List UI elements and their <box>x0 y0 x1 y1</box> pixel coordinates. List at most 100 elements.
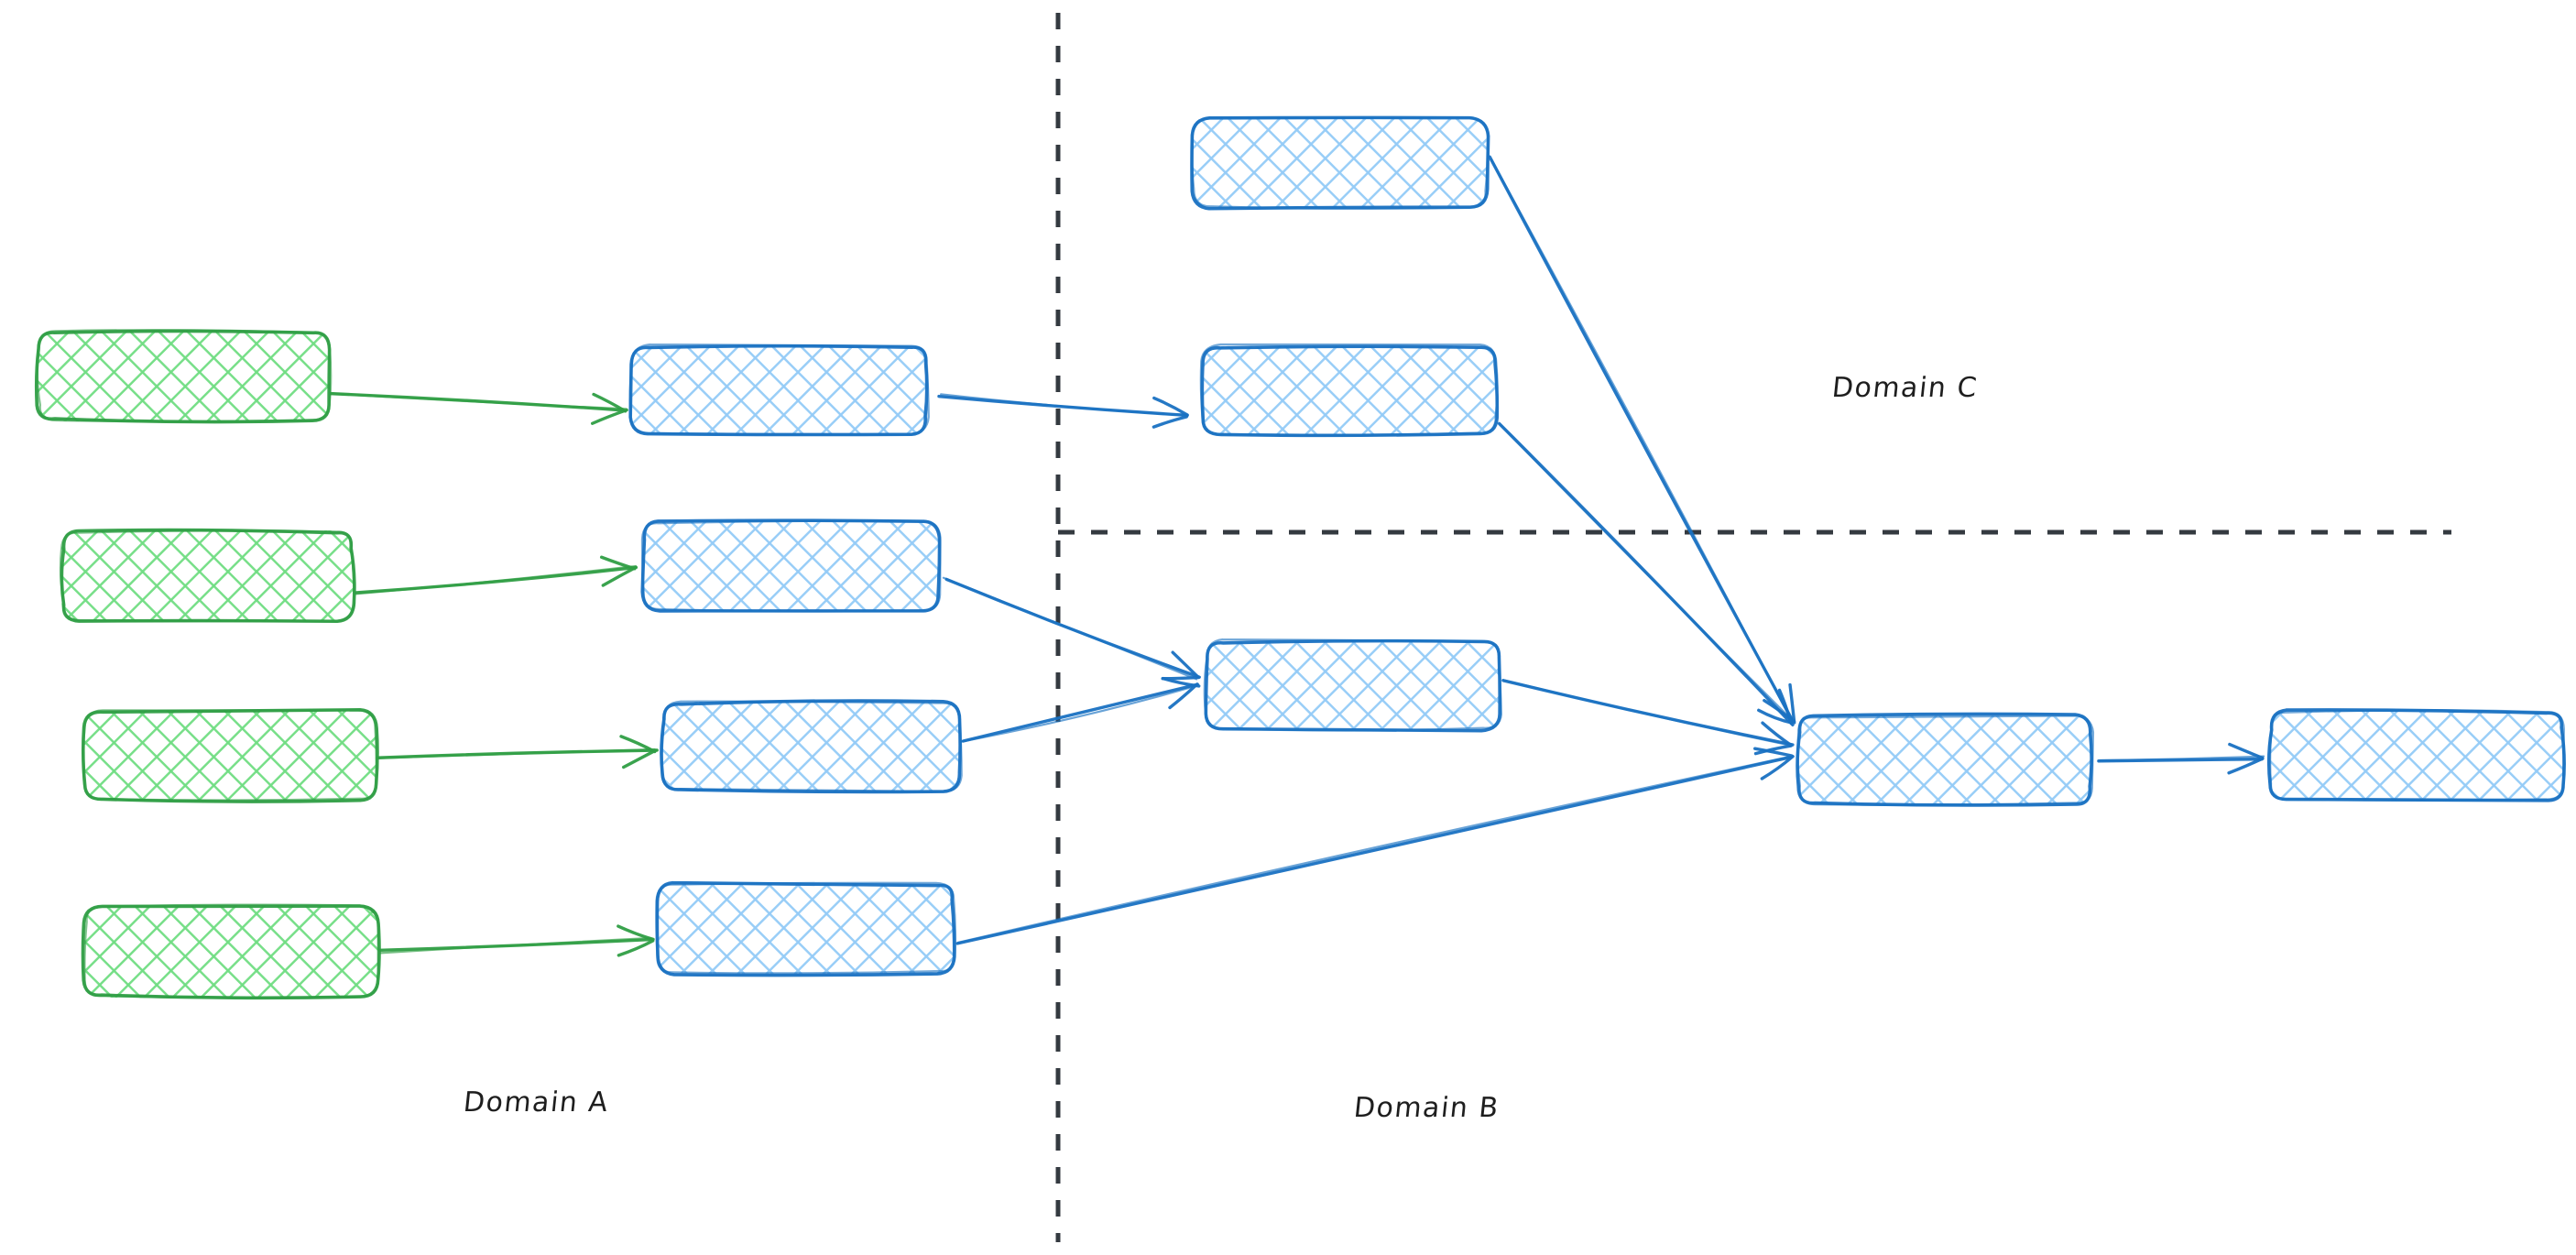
label-domain-c: Domain C <box>1830 372 1980 404</box>
node-box-a-mid-2[interactable] <box>643 522 939 610</box>
edge-e-c1[interactable] <box>1488 155 1796 725</box>
edge-arrowhead <box>2228 742 2265 760</box>
node-box-b-top[interactable] <box>1194 119 1487 207</box>
node-b-top[interactable] <box>1190 115 1490 211</box>
edge-e-c3[interactable] <box>1501 678 1795 756</box>
edge-line <box>329 392 628 410</box>
node-outline <box>83 903 380 999</box>
edge-arrowhead <box>1152 396 1189 417</box>
edge-arrowhead <box>1161 676 1201 688</box>
node-fill <box>661 701 962 792</box>
node-a-src-4[interactable] <box>81 903 381 1000</box>
node-a-mid-3[interactable] <box>660 699 963 794</box>
node-c-out[interactable] <box>2266 708 2566 802</box>
edge-e-b4[interactable] <box>955 747 1795 945</box>
node-box-c-hub[interactable] <box>1798 716 2091 804</box>
node-outline <box>660 700 963 793</box>
edge-line <box>374 748 656 759</box>
edge-e-b1[interactable] <box>937 393 1189 429</box>
edge-arrowhead <box>1757 708 1794 725</box>
node-box-a-src-4[interactable] <box>85 907 377 997</box>
node-outline <box>82 709 378 802</box>
edge-arrowhead <box>1777 688 1793 726</box>
label-domain-b: Domain B <box>1352 1092 1501 1124</box>
edge-arrowhead <box>599 555 637 571</box>
node-c-hub[interactable] <box>1796 712 2095 807</box>
edge-line <box>1490 158 1794 724</box>
edge-e-c2[interactable] <box>1497 421 1796 726</box>
node-fill <box>630 345 928 435</box>
edge-arrowhead <box>621 748 658 769</box>
edge-arrowhead <box>617 939 655 957</box>
edge-arrowhead <box>592 392 628 413</box>
edge-arrowhead <box>1753 744 1793 756</box>
edge-line <box>955 755 1794 945</box>
node-fill <box>83 710 377 802</box>
node-fill <box>656 883 955 974</box>
node-a-src-2[interactable] <box>59 528 356 624</box>
edge-e-a2[interactable] <box>355 555 639 595</box>
node-box-a-src-2[interactable] <box>62 531 353 620</box>
edge-e-a1[interactable] <box>328 391 628 425</box>
edge-e-a4[interactable] <box>378 924 655 957</box>
node-outline <box>640 519 942 613</box>
node-box-a-mid-4[interactable] <box>658 884 954 973</box>
edge-line <box>956 755 1791 944</box>
node-box-a-mid-1[interactable] <box>632 346 927 433</box>
node-outline <box>2268 709 2565 802</box>
edge-line <box>960 684 1197 743</box>
edge-line <box>940 393 1187 417</box>
node-fill <box>641 521 941 611</box>
node-a-src-1[interactable] <box>34 329 333 424</box>
node-box-a-src-3[interactable] <box>85 711 376 800</box>
edge-line <box>1499 423 1796 723</box>
edge-e-a3[interactable] <box>374 735 659 769</box>
node-outline <box>655 881 957 975</box>
edge-arrowhead <box>1788 682 1796 725</box>
edge-arrowhead <box>1171 650 1200 680</box>
node-fill <box>60 529 354 622</box>
edge-e-b3[interactable] <box>960 676 1201 743</box>
node-outline <box>36 329 333 423</box>
edge-line <box>1501 678 1793 747</box>
node-fill <box>1201 345 1498 435</box>
node-box-c-out[interactable] <box>2270 712 2563 800</box>
node-fill <box>38 330 331 422</box>
node-box-b-mid[interactable] <box>1203 346 1496 434</box>
node-outline <box>1199 343 1499 436</box>
edge-line <box>355 564 637 595</box>
node-outline <box>1796 715 2095 806</box>
edge-arrowhead <box>2227 757 2265 775</box>
node-fill <box>1206 640 1501 730</box>
node-outline <box>628 343 930 436</box>
edge-line <box>2099 755 2265 762</box>
node-fill <box>2268 710 2564 802</box>
edge-line <box>961 682 1199 743</box>
node-a-mid-1[interactable] <box>628 343 930 437</box>
edge-arrowhead <box>617 924 655 942</box>
edge-line <box>378 936 651 955</box>
edge-arrowhead <box>1760 755 1795 780</box>
node-box-b-low[interactable] <box>1206 641 1500 729</box>
edge-arrowhead <box>1753 747 1794 758</box>
edge-arrowhead <box>1152 415 1188 429</box>
edge-e-b2[interactable] <box>942 576 1201 681</box>
edge-e-out[interactable] <box>2097 742 2265 775</box>
edge-arrowhead <box>590 408 628 425</box>
node-outline <box>1191 115 1490 210</box>
node-box-a-mid-3[interactable] <box>663 703 960 791</box>
node-fill <box>1192 117 1488 208</box>
node-fill <box>84 905 379 999</box>
node-outline <box>59 529 356 623</box>
label-domain-a: Domain A <box>462 1086 611 1119</box>
edge-arrowhead <box>619 735 657 754</box>
node-a-src-3[interactable] <box>81 707 379 803</box>
node-b-mid[interactable] <box>1199 343 1500 438</box>
node-a-mid-2[interactable] <box>640 518 942 613</box>
node-b-low[interactable] <box>1203 638 1503 733</box>
node-box-a-src-1[interactable] <box>38 332 329 420</box>
node-a-mid-4[interactable] <box>655 880 957 977</box>
node-outline <box>1203 638 1503 732</box>
node-fill <box>1796 715 2092 805</box>
